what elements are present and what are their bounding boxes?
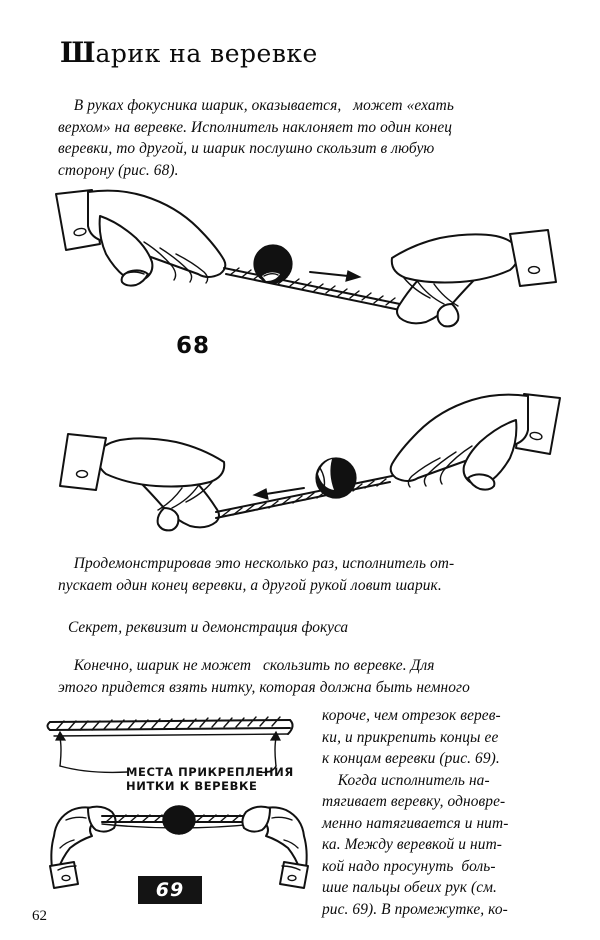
figure-69a-label-line2: НИТКИ К ВЕРЕВКЕ	[126, 779, 257, 793]
text-line: короче, чем отрезок верев-	[322, 707, 501, 724]
text-line: сторону (рис. 68).	[58, 161, 179, 179]
title-text: арик на веревке	[95, 39, 318, 68]
figure-68-caption: 68	[176, 333, 211, 359]
figure-69b-illustration	[44, 790, 314, 905]
figure-68-drawing	[55, 189, 557, 328]
page-number: 62	[32, 908, 47, 924]
paragraph-intro: В руках фокусника шарик, оказывается, мо…	[58, 95, 558, 181]
paragraph-demonstration: Продемонстрировав это несколько раз, исп…	[58, 553, 558, 596]
text-line: шие пальцы обеих рук (см.	[322, 879, 497, 896]
figure-69-caption-box: 69	[138, 876, 202, 904]
figure-69a-drawing: МЕСТА ПРИКРЕПЛЕНИЯ НИТКИ К ВЕРЕВКЕ	[46, 716, 294, 793]
page-title: Шарик на веревке	[60, 36, 318, 69]
text-line: кой надо просунуть боль-	[322, 857, 496, 875]
figure-68-illustration	[48, 186, 568, 328]
text-line: менно натягивается и нит-	[322, 814, 509, 832]
text-line: к концам веревки (рис. 69).	[322, 750, 500, 767]
title-dropcap: Ш	[60, 36, 96, 69]
figure-69-caption: 69	[155, 879, 185, 901]
text-line: Когда исполнитель на-	[322, 771, 490, 789]
text-line: верхом» на веревке. Исполнитель наклоняе…	[58, 118, 453, 136]
paragraph-secret-wrap: короче, чем отрезок верев- ки, и прикреп…	[322, 705, 567, 920]
figure-middle-illustration	[48, 390, 568, 540]
text-line: этого придется взять нитку, которая долж…	[58, 678, 470, 696]
figure-69a-illustration: МЕСТА ПРИКРЕПЛЕНИЯ НИТКИ К ВЕРЕВКЕ	[44, 712, 314, 793]
text-line: пускает один конец веревки, а другой рук…	[58, 576, 442, 594]
section-subheading: Секрет, реквизит и демонстрация фокуса	[68, 619, 349, 636]
text-line: ки, и прикрепить концы ее	[322, 728, 499, 746]
text-line: В руках фокусника шарик, оказывается, мо…	[58, 97, 454, 114]
text-line: Продемонстрировав это несколько раз, исп…	[58, 555, 455, 572]
figure-69a-label-line1: МЕСТА ПРИКРЕПЛЕНИЯ	[126, 765, 294, 779]
text-line: веревки, то другой, и шарик послушно ско…	[58, 140, 435, 157]
text-line: тягивает веревку, одновре-	[322, 793, 506, 810]
text-line: Конечно, шарик не может скользить по вер…	[58, 657, 435, 674]
figure-middle-drawing	[59, 393, 561, 532]
text-line: рис. 69). В промежутке, ко-	[322, 900, 508, 918]
text-line: ка. Между веревкой и нит-	[322, 836, 503, 853]
figure-69b-drawing	[49, 805, 309, 889]
paragraph-secret: Конечно, шарик не может скользить по вер…	[58, 655, 568, 698]
